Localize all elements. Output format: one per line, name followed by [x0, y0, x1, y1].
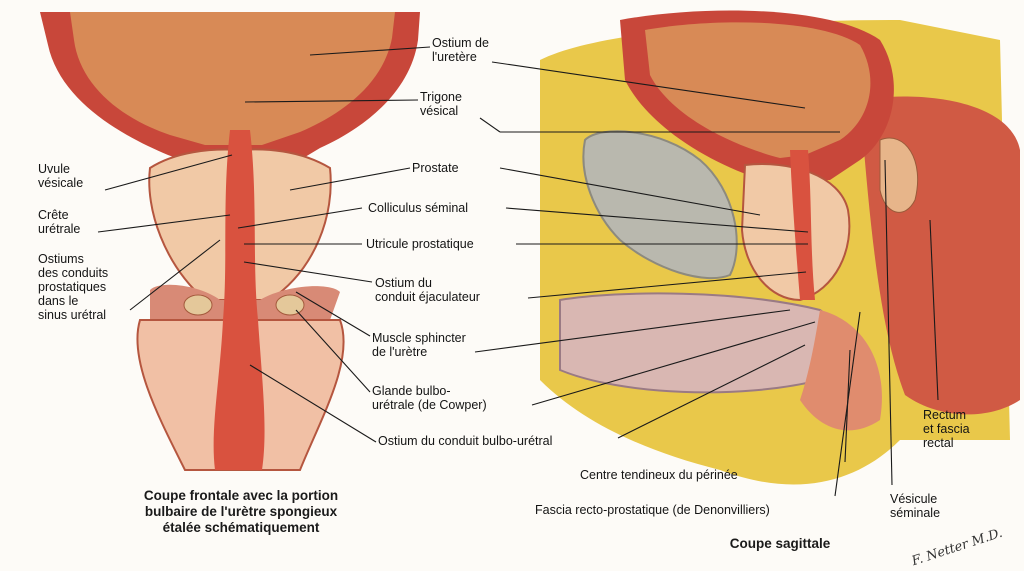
perineal-tissue	[800, 310, 882, 431]
label-ostium-bulbo: Ostium du conduit bulbo-urétral	[378, 434, 553, 448]
leader-trigone-left	[244, 99, 419, 103]
label-ostiums: Ostiums des conduits prostatiques dans l…	[38, 252, 109, 322]
label-fascia: Fascia recto-prostatique (de Denonvillie…	[535, 503, 770, 517]
cowper-gland-right	[275, 294, 305, 316]
frontal-section-drawing	[40, 12, 420, 471]
leader-rectum	[929, 219, 939, 401]
label-crete: Crête urétrale	[38, 208, 81, 236]
leader-prostate-right	[499, 167, 761, 216]
leader-glande-left	[295, 309, 371, 393]
leader-uvule	[104, 154, 233, 191]
leader-ostium-uretere-left	[309, 46, 431, 56]
bladder-lumen-sagittal	[645, 22, 871, 158]
leader-ejac-right	[527, 271, 807, 299]
bladder-lumen-frontal	[70, 12, 395, 145]
leader-ostium-uretere-right	[491, 61, 806, 109]
pubic-symphysis	[582, 130, 738, 279]
label-rectum: Rectum et fascia rectal	[923, 408, 970, 450]
leader-lines	[97, 46, 939, 497]
leader-colliculus-right	[505, 207, 809, 233]
leader-bulbo-left	[249, 364, 377, 443]
leader-prostate-left	[289, 167, 411, 191]
leader-ostiums	[129, 239, 221, 311]
label-ostium-uretere: Ostium de l'uretère	[432, 36, 489, 64]
urethra-sagittal	[790, 150, 815, 300]
label-prostate: Prostate	[412, 161, 459, 175]
leader-sphincter-left	[295, 291, 371, 337]
label-centre-tendineux: Centre tendineux du périnée	[580, 468, 738, 482]
label-sphincter: Muscle sphincter de l'urètre	[372, 331, 466, 359]
leader-ejac-left	[243, 261, 373, 283]
penile-bulb-sagittal	[559, 292, 844, 394]
label-colliculus: Colliculus séminal	[368, 201, 469, 215]
label-uvule: Uvule vésicale	[38, 162, 84, 190]
label-trigone: Trigone vésical	[420, 90, 462, 118]
leader-sphincter-right	[474, 309, 791, 353]
caption-sagittal: Coupe sagittale	[729, 536, 831, 551]
leader-crete	[97, 214, 231, 233]
leader-colliculus-left	[237, 207, 363, 229]
label-utricule: Utricule prostatique	[366, 237, 474, 251]
leader-vesicule	[884, 159, 893, 486]
caption-frontal: Coupe frontale avec la portion bulbaire …	[143, 488, 339, 535]
leader-bulbo-right	[617, 344, 806, 439]
leader-fascia	[834, 311, 861, 497]
cowper-gland-left	[183, 294, 213, 316]
label-vesicule: Vésicule séminale	[890, 492, 941, 520]
leader-trigone-right	[479, 117, 501, 133]
leader-glande-right	[531, 321, 816, 406]
label-glande: Glande bulbo- urétrale (de Cowper)	[372, 384, 487, 412]
label-ostium-ejaculateur: Ostium du conduit éjaculateur	[375, 276, 480, 304]
